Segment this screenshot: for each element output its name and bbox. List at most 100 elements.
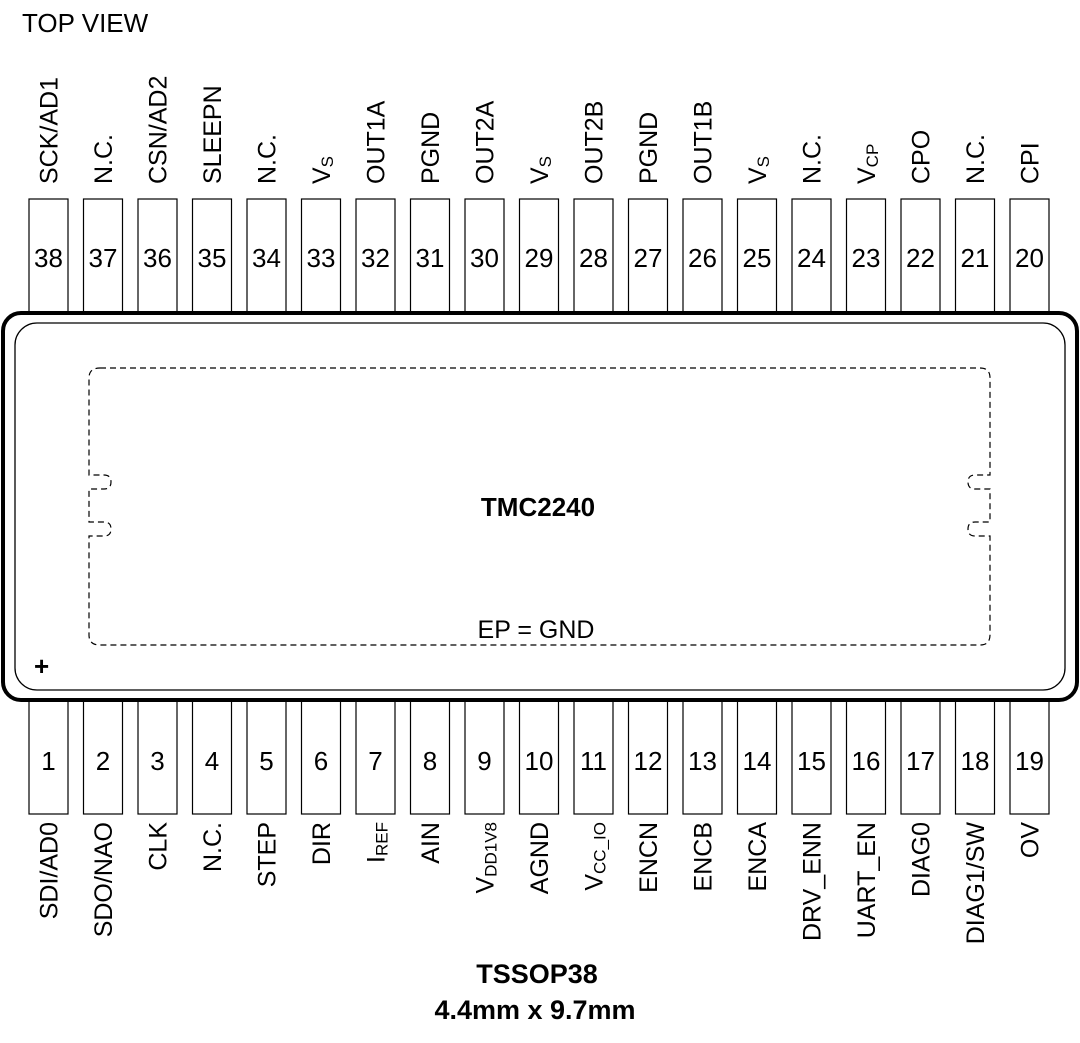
pin-number: 1 [41,746,55,776]
pin-name-main: AGND [526,822,554,894]
pin-name-main: DRV_ENN [799,822,827,941]
pin-number: 13 [688,746,717,776]
pin-name: N.C. [962,134,990,184]
pin-name: PGND [417,112,445,184]
pin-name-main: OUT2B [581,101,609,184]
pin-name: AGND [526,822,554,894]
pin-name: SLEEPN [199,85,227,184]
pin-number: 7 [368,746,382,776]
chip-name: TMC2240 [481,492,595,522]
pin-name: STEP [254,822,282,887]
pin-number: 5 [259,746,273,776]
pin-lead [28,198,69,314]
pin-name-main: OUT2A [472,100,500,184]
pin-name: PGND [635,112,663,184]
pin-number: 27 [634,243,663,273]
exposed-pad-label: EP = GND [478,616,595,644]
pin-lead [845,198,887,314]
pin-lead [791,699,832,815]
pin-number: 37 [89,243,118,273]
pin1-marker: + [34,651,49,681]
pin-lead [137,699,178,815]
pin-lead [355,198,396,314]
pin-number: 26 [688,243,717,273]
pin-lead [518,699,560,815]
pin-name: ENCN [635,822,663,893]
pin-lead [682,198,723,314]
pin-name: SCK/AD1 [36,77,64,184]
pin-name-subscript: S [754,156,773,167]
pin-number: 10 [525,746,554,776]
pin-name-main: OV [1017,822,1045,858]
pin-name: CPO [908,130,936,184]
pin-number: 4 [205,746,219,776]
pin-name-subscript: CP [863,144,882,168]
pin-lead [736,699,778,815]
pin-lead [627,699,669,815]
pin-name: N.C. [799,134,827,184]
pin-name: N.C. [199,822,227,872]
pin-name: OUT2B [581,101,609,184]
pin-name-main: SLEEPN [199,85,227,184]
pin-name-main: N.C. [962,134,990,184]
view-title: TOP VIEW [22,8,149,38]
pin-name-main: SDO/NAO [90,822,118,937]
pin-lead [900,198,941,314]
pin-lead [845,699,887,815]
pin-name: VDD1V8 [472,822,501,894]
pin-number: 23 [852,243,881,273]
pin-number: 21 [961,243,990,273]
pin-number: 38 [34,243,63,273]
pin-name-subscript: REF [373,822,392,856]
bottom-pin-row: 1SDI/AD02SDO/NAO3CLK4N.C.5STEP6DIR7IREF8… [28,699,1050,945]
package-body-outer [1,311,1079,702]
pin-name-main: N.C. [254,134,282,184]
pin-32: 32 OUT1A [355,100,396,314]
pin-38: 38 SCK/AD1 [28,77,69,314]
pin-number: 19 [1015,746,1044,776]
pin-name-main: V [472,877,500,894]
pin-name-main: V [853,167,881,184]
pin-number: 18 [961,746,990,776]
pin-name-main: OUT1A [363,100,391,184]
pin-name: VCP [853,144,882,184]
pin-24: 24N.C. [791,134,832,314]
pin-number: 9 [477,746,491,776]
pin-35: 35 SLEEPN [191,85,233,314]
pin-name-main: CPI [1017,142,1045,184]
pin-name: DIR [308,822,336,865]
pin-lead [409,198,451,314]
pin-number: 8 [423,746,437,776]
pin-number: 35 [198,243,227,273]
pin-name-main: PGND [635,112,663,184]
pin-number: 32 [361,243,390,273]
pin-name-main: N.C. [199,822,227,872]
pin-name-main: V [526,167,554,184]
pin-name: SDO/NAO [90,822,118,937]
pin-name-main: V [308,167,336,184]
top-pin-row: 38SCK/AD137N.C.36CSN/AD235SLEEPN34N.C.33… [28,76,1050,314]
pin-4: 4N.C. [191,699,233,872]
pin-name: DIAG1/SW [962,822,990,945]
pin-lead [1009,699,1050,815]
pin-name: VCC_IO [581,822,610,891]
pin-lead [954,699,996,815]
pin-name-main: N.C. [90,134,118,184]
pin-lead [28,699,69,815]
pin-name: AIN [417,822,445,864]
